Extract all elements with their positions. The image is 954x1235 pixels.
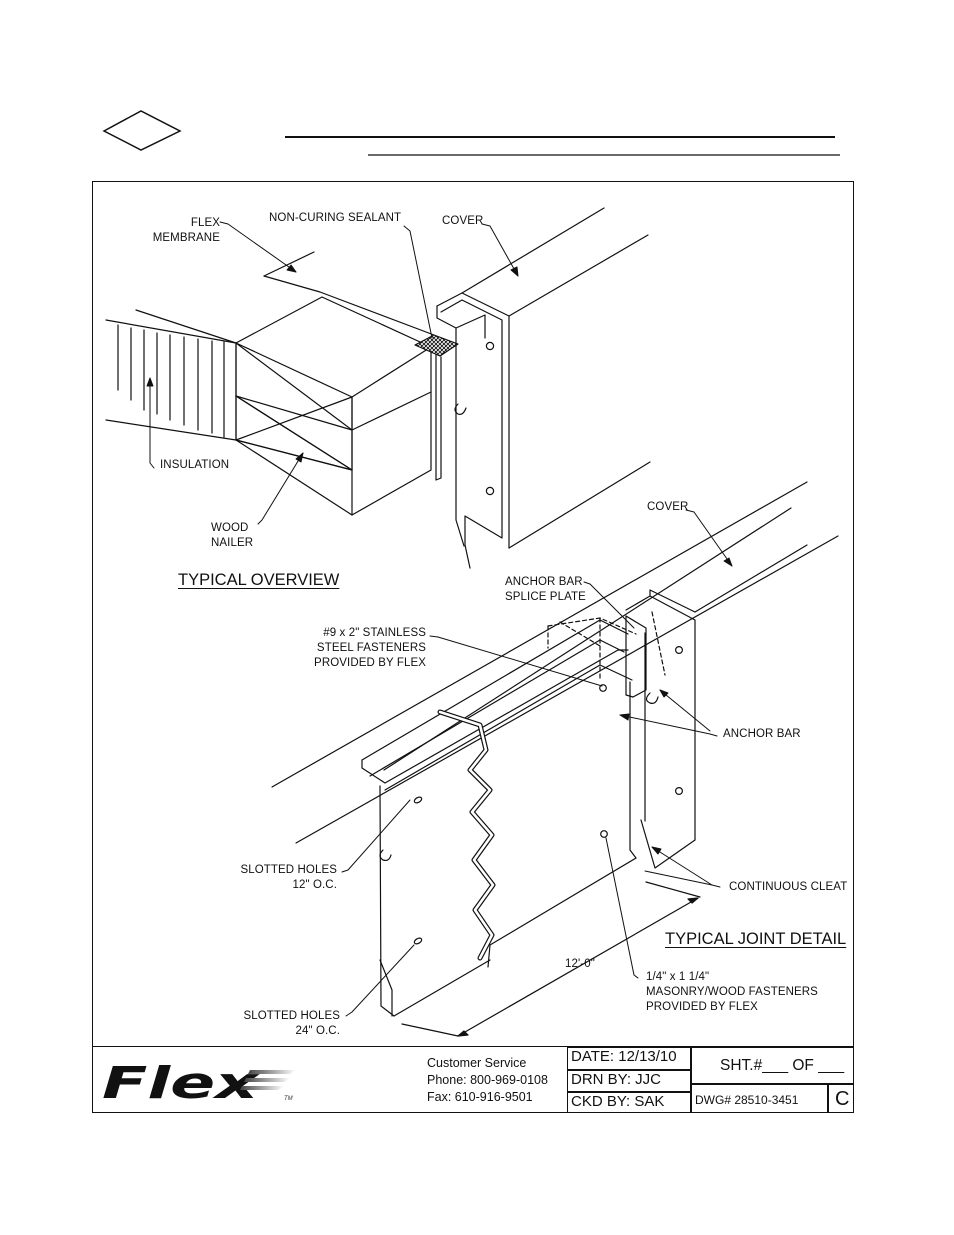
date-cell: DATE: 12/13/10 <box>567 1047 691 1070</box>
break-line-inner <box>438 710 495 960</box>
drawing-frame <box>92 181 854 1113</box>
flex-logo: Flex TM <box>102 1058 296 1106</box>
label-slotted-holes-12: SLOTTED HOLES 12" O.C. <box>240 864 337 891</box>
label-non-curing-sealant: NON-CURING SEALANT <box>269 212 402 224</box>
revision-cell: C <box>828 1084 854 1113</box>
label-cover-overview: COVER <box>442 215 484 227</box>
header-graphics <box>102 110 840 156</box>
joint-splice-plate <box>547 611 666 698</box>
sealant-bead <box>414 334 459 357</box>
title-typical-overview: TYPICAL OVERVIEW <box>178 571 340 589</box>
overview-insulation <box>105 309 353 471</box>
diamond-icon <box>102 110 182 151</box>
joint-anchor-bar <box>361 619 637 1017</box>
checked-by-cell: CKD BY: SAK <box>567 1092 691 1113</box>
joint-cover <box>625 544 808 869</box>
customer-service-phone: Phone: 800-969-0108 <box>427 1073 548 1087</box>
label-cover-joint: COVER <box>647 501 689 513</box>
label-continuous-cleat: CONTINUOUS CLEAT <box>729 881 848 893</box>
logo-text: Flex <box>102 1058 260 1106</box>
dwg-number-cell: DWG# 28510-3451 <box>691 1084 828 1113</box>
label-insulation: INSULATION <box>160 459 230 471</box>
drawn-by-cell: DRN BY: JJC <box>567 1070 691 1092</box>
logo-tm: TM <box>284 1096 293 1102</box>
label-slotted-holes-24: SLOTTED HOLES 24" O.C. <box>243 1010 340 1037</box>
label-length: 12'-0" <box>565 958 595 970</box>
overview-wood-nailer <box>235 296 432 516</box>
label-masonry-fasteners: 1/4" x 1 1/4" MASONRY/WOOD FASTENERS PRO… <box>646 971 818 1013</box>
sheet-cell: SHT.#___ OF ___ <box>691 1047 854 1084</box>
label-ss-fasteners: #9 x 2" STAINLESS STEEL FASTENERS PROVID… <box>314 627 426 669</box>
leader-lines <box>146 221 733 1017</box>
title-typical-joint-detail: TYPICAL JOINT DETAIL <box>665 930 847 948</box>
dimension-line <box>401 881 701 1037</box>
label-wood-nailer: WOOD NAILER <box>211 522 254 549</box>
title-block-divider <box>92 1046 854 1047</box>
customer-service-fax: Fax: 610-916-9501 <box>427 1090 533 1104</box>
overview-cover-assembly <box>435 207 651 569</box>
label-anchor-bar-splice-plate: ANCHOR BAR SPLICE PLATE <box>505 576 586 603</box>
label-anchor-bar: ANCHOR BAR <box>723 728 801 740</box>
customer-service-label: Customer Service <box>427 1056 527 1070</box>
label-flex-membrane: FLEX MEMBRANE <box>152 217 220 244</box>
